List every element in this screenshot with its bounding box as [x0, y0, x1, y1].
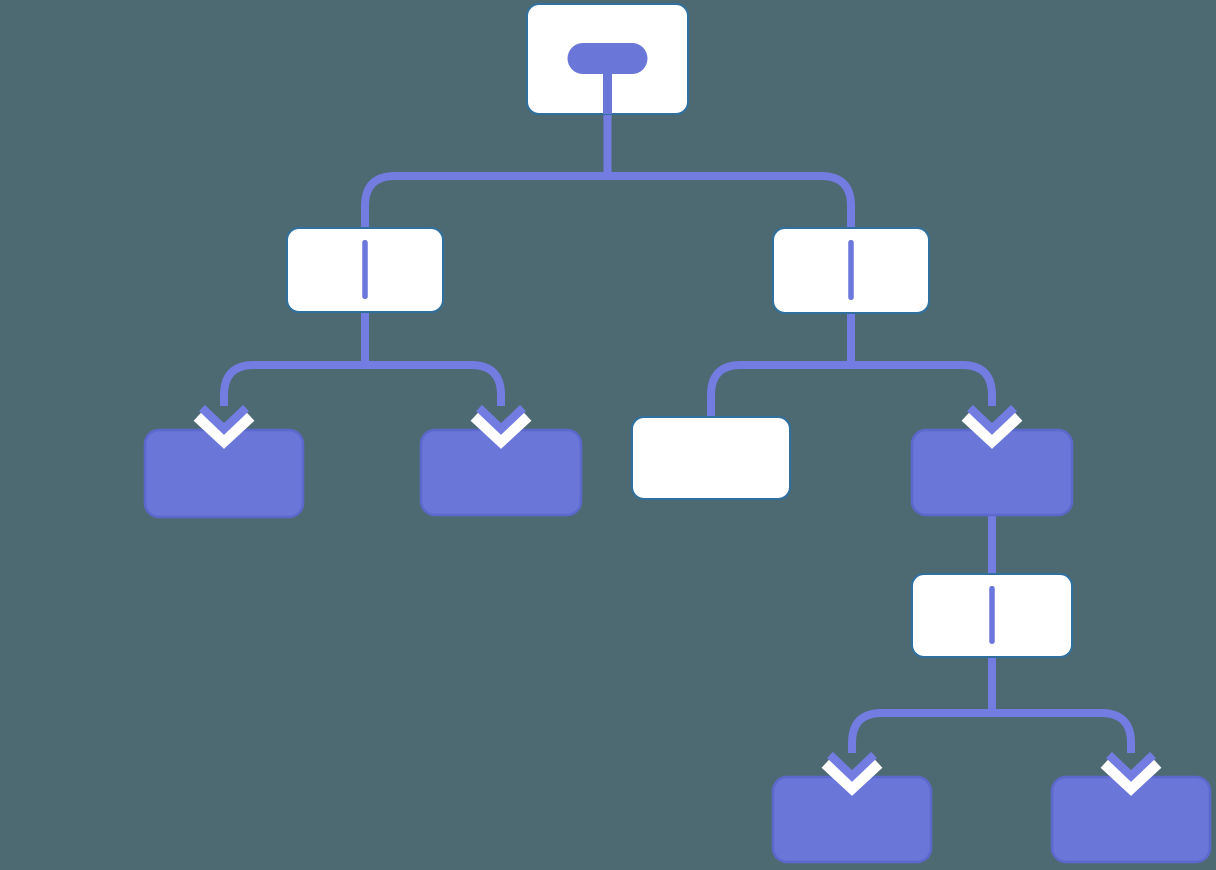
node-branch-right[interactable]: [772, 227, 930, 314]
arrowheads-layer: [193, 404, 1162, 796]
arrowhead-white-chevron-icon: [470, 411, 532, 449]
edge-root-fork: [361, 110, 855, 232]
arrowhead-inner-chevron-icon: [827, 751, 877, 782]
edge-left-fork: [220, 308, 505, 406]
arrowhead-inner-chevron-icon: [967, 404, 1017, 435]
arrowhead-white-chevron-icon: [961, 411, 1023, 449]
plain-node-shape: [631, 416, 791, 500]
node-branch-bottom[interactable]: [911, 573, 1073, 658]
pass-through-line: [989, 586, 995, 644]
root-pill: [567, 43, 648, 74]
root-pill-stem: [603, 68, 612, 114]
node-branch-left[interactable]: [286, 227, 444, 313]
nodes-layer: [143, 3, 1212, 864]
arrowhead-white-chevron-icon: [1100, 758, 1162, 796]
node-node-plain-white[interactable]: [631, 416, 791, 500]
arrowhead-inner-chevron-icon: [476, 404, 526, 435]
pass-through-line: [848, 240, 854, 300]
edges-layer: [220, 110, 1135, 753]
arrowhead-white-chevron-icon: [193, 411, 255, 449]
arrowhead-inner-chevron-icon: [199, 404, 249, 435]
node-root[interactable]: [526, 3, 689, 115]
pass-through-line: [362, 240, 368, 299]
edge-right-fork: [707, 309, 996, 421]
arrowhead-white-chevron-icon: [821, 758, 883, 796]
arrowhead-inner-chevron-icon: [1106, 751, 1156, 782]
edge-bottom-fork: [848, 653, 1135, 753]
